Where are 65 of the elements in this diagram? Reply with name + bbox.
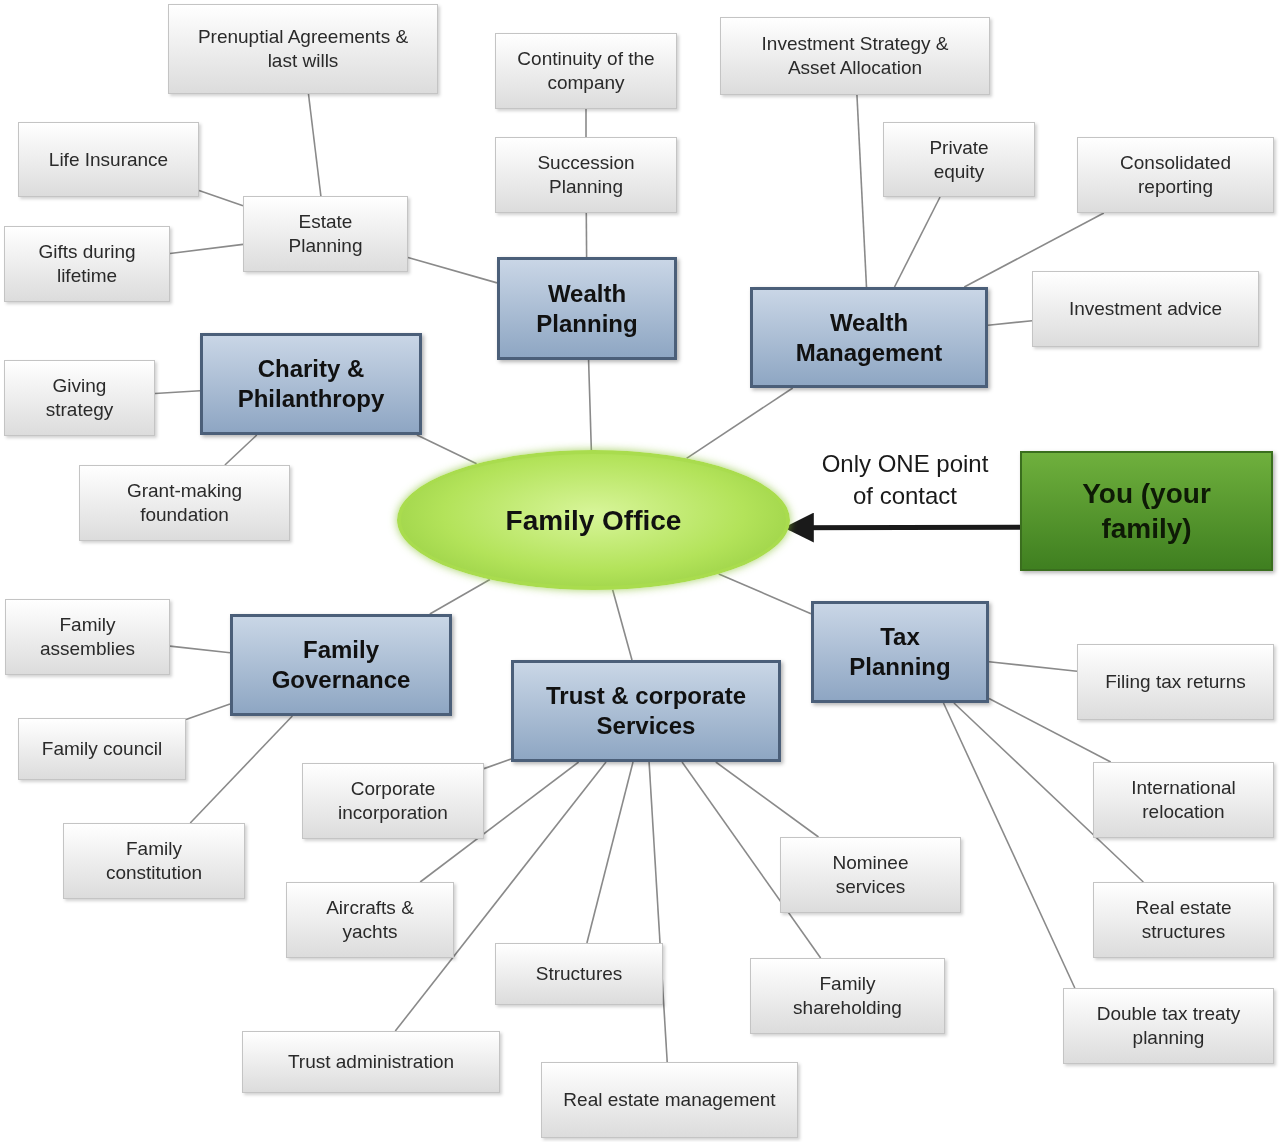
service-box: Double tax treaty planning: [1063, 988, 1274, 1064]
connector-line: [169, 243, 244, 255]
service-box: Continuity of the company: [495, 33, 677, 109]
connector-line: [681, 761, 822, 959]
service-box: Estate Planning: [243, 196, 408, 272]
category-box: Trust & corporate Services: [511, 660, 781, 762]
connector-line: [893, 196, 941, 288]
connector-line: [856, 94, 868, 288]
connector-line: [942, 702, 1076, 989]
service-box: Prenuptial Agreements & last wills: [168, 4, 438, 94]
connector-line: [394, 761, 607, 1032]
connector-line: [685, 387, 794, 460]
connector-line: [429, 578, 491, 615]
service-box: Nominee services: [780, 837, 961, 913]
connector-line: [988, 660, 1078, 673]
service-box: International relocation: [1093, 762, 1274, 838]
service-box: Family shareholding: [750, 958, 945, 1034]
connector-line: [483, 758, 512, 770]
central-ellipse: Family Office: [397, 450, 790, 590]
service-box: Private equity: [883, 122, 1035, 197]
service-box: Life Insurance: [18, 122, 199, 197]
connector-line: [587, 359, 593, 451]
service-box: Giving strategy: [4, 360, 155, 436]
connector-line: [717, 573, 812, 615]
service-box: Family council: [18, 718, 186, 780]
service-box: Family assemblies: [5, 599, 170, 675]
connector-line: [416, 434, 478, 465]
category-box: Family Governance: [230, 614, 452, 716]
connector-line: [987, 319, 1033, 327]
connector-line: [419, 761, 580, 883]
service-box: Succession Planning: [495, 137, 677, 213]
connector-line: [585, 108, 587, 138]
service-box: Consolidated reporting: [1077, 137, 1274, 213]
service-box: Real estate structures: [1093, 882, 1274, 958]
connector-line: [963, 212, 1105, 288]
connector-line: [189, 715, 294, 824]
service-box: Investment Strategy & Asset Allocation: [720, 17, 990, 95]
connector-line: [198, 189, 244, 207]
service-box: Structures: [495, 943, 663, 1005]
service-box: Trust administration: [242, 1031, 500, 1093]
service-box: Aircrafts & yachts: [286, 882, 454, 958]
service-box: Investment advice: [1032, 271, 1259, 347]
connector-line: [611, 588, 633, 661]
connector-line: [988, 697, 1112, 763]
service-box: Real estate management: [541, 1062, 798, 1138]
connector-line: [953, 702, 1145, 883]
service-box: Grant-making foundation: [79, 465, 290, 541]
connector-line: [585, 212, 588, 258]
connector-line: [586, 761, 634, 944]
connector-line: [154, 389, 201, 395]
category-box: Charity & Philanthropy: [200, 333, 422, 435]
connector-line: [224, 434, 258, 466]
service-box: Corporate incorporation: [302, 763, 484, 839]
connector-line: [407, 256, 498, 284]
service-box: Gifts during lifetime: [4, 226, 170, 302]
connector-line: [169, 645, 231, 654]
category-box: Wealth Management: [750, 287, 988, 388]
connector-line: [185, 703, 231, 721]
service-box: Filing tax returns: [1077, 644, 1274, 720]
connector-line: [715, 761, 820, 838]
category-box: Tax Planning: [811, 601, 989, 703]
category-box: Wealth Planning: [497, 257, 677, 360]
connector-line: [307, 93, 322, 197]
client-box: You (your family): [1020, 451, 1273, 571]
service-box: Family constitution: [63, 823, 245, 899]
